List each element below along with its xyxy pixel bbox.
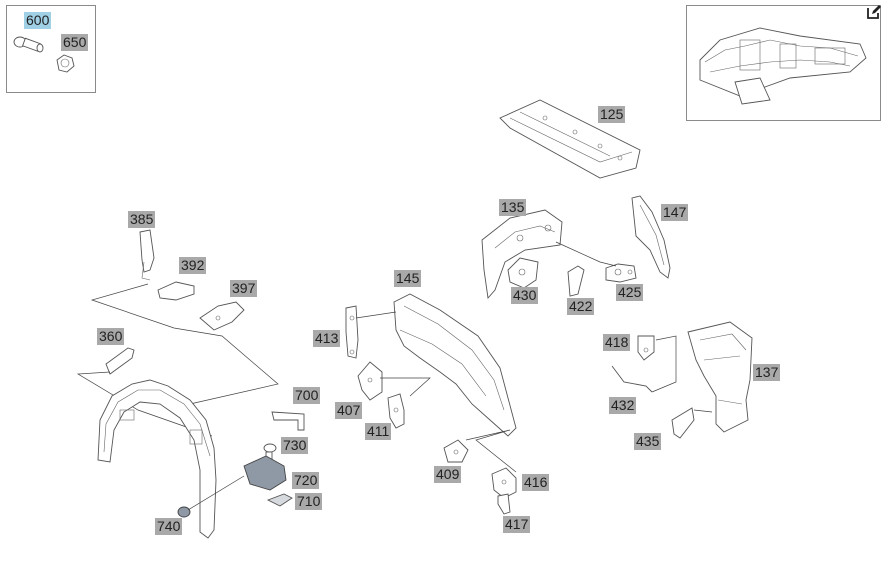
callout-416[interactable]: 416 — [522, 474, 550, 491]
bracket-392-drawing — [157, 281, 195, 301]
panel-137-drawing — [687, 321, 753, 433]
bracket-432-drawing — [611, 365, 653, 393]
bracket-416-drawing — [491, 467, 517, 499]
callout-600[interactable]: 600 — [24, 12, 52, 29]
callout-700[interactable]: 700 — [293, 387, 321, 404]
panel-147-drawing — [631, 195, 671, 279]
callout-710[interactable]: 710 — [295, 493, 323, 510]
bracket-413-drawing — [345, 305, 359, 359]
bracket-417-drawing — [497, 493, 511, 515]
panel-145-drawing — [393, 293, 517, 437]
bolt-600-drawing — [13, 36, 44, 53]
bracket-435-drawing — [671, 407, 695, 439]
callout-360[interactable]: 360 — [97, 328, 125, 345]
callout-145[interactable]: 145 — [394, 270, 422, 287]
callout-147[interactable]: 147 — [661, 204, 689, 221]
callout-740[interactable]: 740 — [155, 518, 183, 535]
bracket-700-drawing — [271, 411, 305, 431]
callout-385[interactable]: 385 — [128, 211, 156, 228]
bracket-409-drawing — [443, 439, 469, 463]
callout-435[interactable]: 435 — [634, 433, 662, 450]
bracket-385-drawing — [139, 229, 155, 281]
callout-135[interactable]: 135 — [499, 199, 527, 216]
bracket-418-drawing — [637, 335, 655, 361]
bracket-135-drawing — [481, 209, 563, 300]
callout-650[interactable]: 650 — [61, 34, 89, 51]
callout-392[interactable]: 392 — [179, 257, 207, 274]
fastener-inset-frame — [6, 5, 96, 93]
bracket-422-drawing — [567, 265, 585, 297]
callout-425[interactable]: 425 — [616, 284, 644, 301]
bracket-407-drawing — [357, 361, 383, 401]
callout-417[interactable]: 417 — [503, 516, 531, 533]
bracket-360-drawing — [105, 347, 135, 375]
bracket-430-drawing — [507, 257, 539, 289]
panel-125-drawing — [499, 99, 641, 179]
frame-hoop-drawing — [97, 379, 217, 539]
bracket-425-drawing — [605, 263, 637, 283]
edit-button[interactable] — [866, 4, 882, 20]
callout-413[interactable]: 413 — [313, 330, 341, 347]
callout-418[interactable]: 418 — [603, 334, 631, 351]
callout-720[interactable]: 720 — [292, 472, 320, 489]
overview-frame — [686, 5, 881, 121]
callout-407[interactable]: 407 — [335, 402, 363, 419]
nut-650-drawing — [56, 54, 75, 73]
callout-430[interactable]: 430 — [511, 287, 539, 304]
grommet-740-drawing — [177, 506, 191, 518]
callout-137[interactable]: 137 — [753, 364, 781, 381]
callout-125[interactable]: 125 — [598, 106, 626, 123]
overview-thumbnail-drawing — [699, 27, 867, 105]
bracket-397-drawing — [199, 301, 245, 331]
callout-411[interactable]: 411 — [365, 423, 392, 440]
edit-icon — [867, 5, 881, 19]
bracket-720-drawing — [243, 455, 287, 491]
callout-422[interactable]: 422 — [567, 298, 595, 315]
bracket-411-drawing — [387, 393, 405, 429]
plate-710-drawing — [266, 493, 293, 507]
callout-432[interactable]: 432 — [609, 397, 637, 414]
callout-397[interactable]: 397 — [230, 280, 258, 297]
callout-730[interactable]: 730 — [281, 437, 309, 454]
callout-409[interactable]: 409 — [434, 466, 462, 483]
